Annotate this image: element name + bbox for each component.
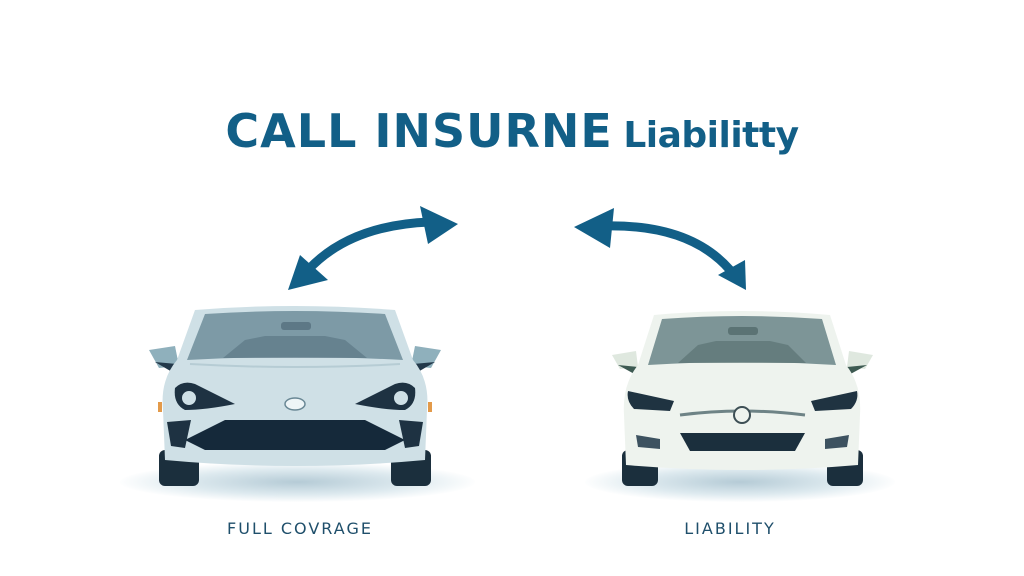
page-title: CALL INSURNE Liabilitty xyxy=(0,104,1024,158)
double-arrow-left-icon xyxy=(288,206,458,290)
liability-car-icon xyxy=(612,311,873,486)
double-arrow-right-icon xyxy=(574,208,746,290)
liability-label: LIABILITY xyxy=(684,519,776,538)
title-main: CALL INSURNE xyxy=(225,104,613,158)
full-coverage-car-icon xyxy=(149,306,441,486)
full-coverage-label: FULL COVRAGE xyxy=(227,519,373,538)
title-sub: Liabilitty xyxy=(623,115,799,156)
